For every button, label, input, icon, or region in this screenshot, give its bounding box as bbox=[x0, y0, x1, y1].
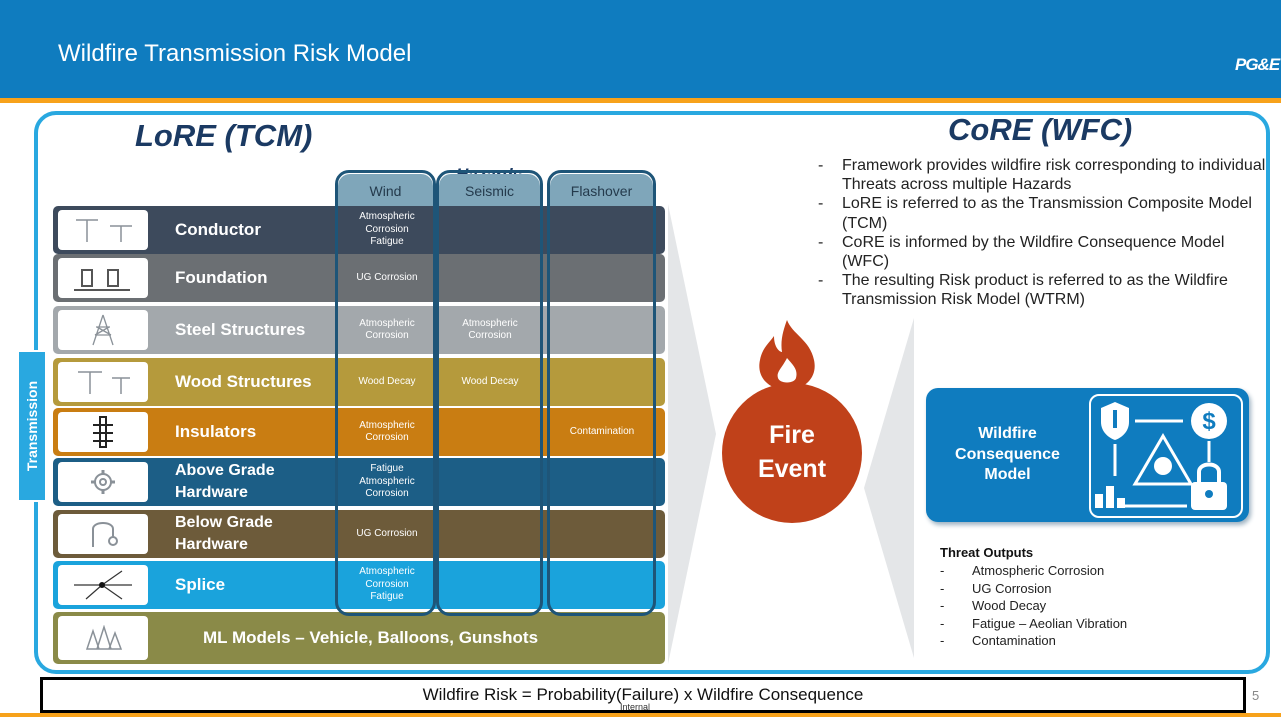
component-row: Foundation UG Corrosion bbox=[53, 254, 665, 302]
lore-title: LoRE (TCM) bbox=[135, 118, 313, 153]
hazard-cell-flashover: Contamination bbox=[569, 425, 635, 437]
hazard-cell-wind: Atmospheric Corrosion bbox=[359, 419, 415, 444]
component-row: Conductor Atmospheric Corrosion Fatigue bbox=[53, 206, 665, 254]
core-bullet: LoRE is referred to as the Transmission … bbox=[818, 194, 1273, 232]
wfc-label-text: Wildfire Consequence Model bbox=[955, 424, 1060, 484]
threat-output-item: Contamination bbox=[940, 632, 1127, 650]
footer-accent-bar bbox=[0, 713, 1281, 717]
wfc-icon-panel: $ bbox=[1089, 394, 1243, 518]
core-bullet: The resulting Risk product is referred t… bbox=[818, 271, 1273, 309]
threat-outputs-title: Threat Outputs bbox=[940, 545, 1034, 560]
component-row: Above Grade Hardware Fatigue Atmospheric … bbox=[53, 458, 665, 506]
hazard-cell-wind: Wood Decay bbox=[358, 375, 416, 387]
transmission-tab: Transmission bbox=[17, 350, 47, 502]
threat-output-item: Atmospheric Corrosion bbox=[940, 562, 1127, 580]
slide-title: Wildfire Transmission Risk Model bbox=[58, 40, 412, 67]
component-row: Splice Atmospheric Corrosion Fatigue bbox=[53, 561, 665, 609]
core-bullet-list: Framework provides wildfire risk corresp… bbox=[818, 156, 1273, 310]
anchor-icon bbox=[58, 514, 148, 554]
conductor-icon bbox=[58, 210, 148, 250]
page-number: 5 bbox=[1252, 688, 1260, 703]
hazard-cell-wind: Atmospheric Corrosion bbox=[359, 317, 415, 342]
threat-outputs-list: Atmospheric Corrosion UG Corrosion Wood … bbox=[940, 562, 1127, 650]
component-row: Steel Structures Atmospheric Corrosion Atm… bbox=[53, 306, 665, 354]
svg-text:$: $ bbox=[1202, 408, 1216, 435]
component-label: Above Grade Hardware bbox=[175, 462, 275, 501]
trees-icon bbox=[58, 616, 148, 660]
dollar-icon: $ bbox=[1191, 403, 1227, 439]
component-label: Conductor bbox=[175, 219, 261, 239]
classification-label: Internal bbox=[620, 702, 651, 712]
transmission-tab-label: Transmission bbox=[24, 380, 41, 472]
flame-icon bbox=[759, 320, 815, 390]
hazard-cell-seismic: Atmospheric Corrosion bbox=[462, 317, 518, 342]
hazard-cell-wind: Fatigue Atmospheric Corrosion bbox=[359, 463, 415, 500]
component-row: Wood Structures Wood Decay Wood Decay bbox=[53, 358, 665, 406]
lock-icon bbox=[1191, 462, 1227, 510]
header-bar: Wildfire Transmission Risk Model PG&E bbox=[0, 0, 1281, 98]
component-label: Insulators bbox=[175, 421, 257, 441]
hazard-cell-wind: Atmospheric Corrosion Fatigue bbox=[359, 211, 415, 248]
hazard-cell-seismic: Wood Decay bbox=[461, 375, 519, 387]
gear-icon bbox=[58, 462, 148, 502]
left-chevron-arrow bbox=[668, 204, 716, 664]
pge-logo: PG&E bbox=[1235, 55, 1280, 74]
component-row: Below Grade Hardware UG Corrosion bbox=[53, 510, 665, 558]
component-label: Splice bbox=[175, 574, 226, 594]
core-title: CoRE (WFC) bbox=[948, 112, 1133, 147]
risk-formula: Wildfire Risk = Probability(Failure) x W… bbox=[40, 677, 1246, 713]
component-row: Insulators Atmospheric Corrosion Contamina… bbox=[53, 408, 665, 456]
hazard-cell-wind: UG Corrosion bbox=[356, 271, 418, 283]
foundation-icon bbox=[58, 258, 148, 298]
fire-warning-icon bbox=[1132, 433, 1194, 486]
fire-event-line1: Fire bbox=[769, 421, 815, 450]
core-bullet: CoRE is informed by the Wildfire Consequ… bbox=[818, 233, 1273, 271]
insulator-icon bbox=[58, 412, 148, 452]
fire-event-line2: Event bbox=[757, 455, 827, 483]
threat-output-item: Fatigue – Aeolian Vibration bbox=[940, 615, 1127, 633]
ml-models-label: ML Models – Vehicle, Balloons, Gunshots bbox=[203, 627, 539, 647]
wfc-label: Wildfire Consequence Model bbox=[926, 388, 1089, 522]
component-label: Steel Structures bbox=[175, 319, 306, 339]
hazard-cell-wind: UG Corrosion bbox=[356, 527, 418, 539]
component-label: Below Grade Hardware bbox=[175, 514, 273, 553]
component-label: Foundation bbox=[175, 267, 268, 287]
hazard-cell-wind: Atmospheric Corrosion Fatigue bbox=[359, 566, 415, 603]
ml-models-row: ML Models – Vehicle, Balloons, Gunshots bbox=[53, 612, 665, 664]
shield-icon bbox=[1101, 402, 1129, 440]
column-header-seismic: Seismic bbox=[439, 174, 540, 206]
right-chevron-arrow bbox=[864, 318, 914, 658]
column-header-wind: Wind bbox=[338, 174, 433, 206]
component-label: Wood Structures bbox=[175, 371, 312, 391]
column-frame-seismic bbox=[436, 170, 543, 616]
header-accent-bar bbox=[0, 98, 1281, 103]
column-frame-flashover bbox=[547, 170, 656, 616]
splice-icon bbox=[58, 565, 148, 605]
threat-output-item: Wood Decay bbox=[940, 597, 1127, 615]
wood-pole-icon bbox=[58, 362, 148, 402]
core-bullet: Framework provides wildfire risk corresp… bbox=[818, 156, 1273, 194]
wildfire-consequence-model-box: Wildfire Consequence Model $ bbox=[926, 388, 1249, 522]
steel-tower-icon bbox=[58, 310, 148, 350]
bar-chart-icon bbox=[1095, 486, 1187, 508]
threat-output-item: UG Corrosion bbox=[940, 580, 1127, 598]
column-frame-wind bbox=[335, 170, 436, 616]
fire-event-circle: Fire Event bbox=[722, 383, 862, 523]
column-header-flashover: Flashover bbox=[550, 174, 653, 206]
